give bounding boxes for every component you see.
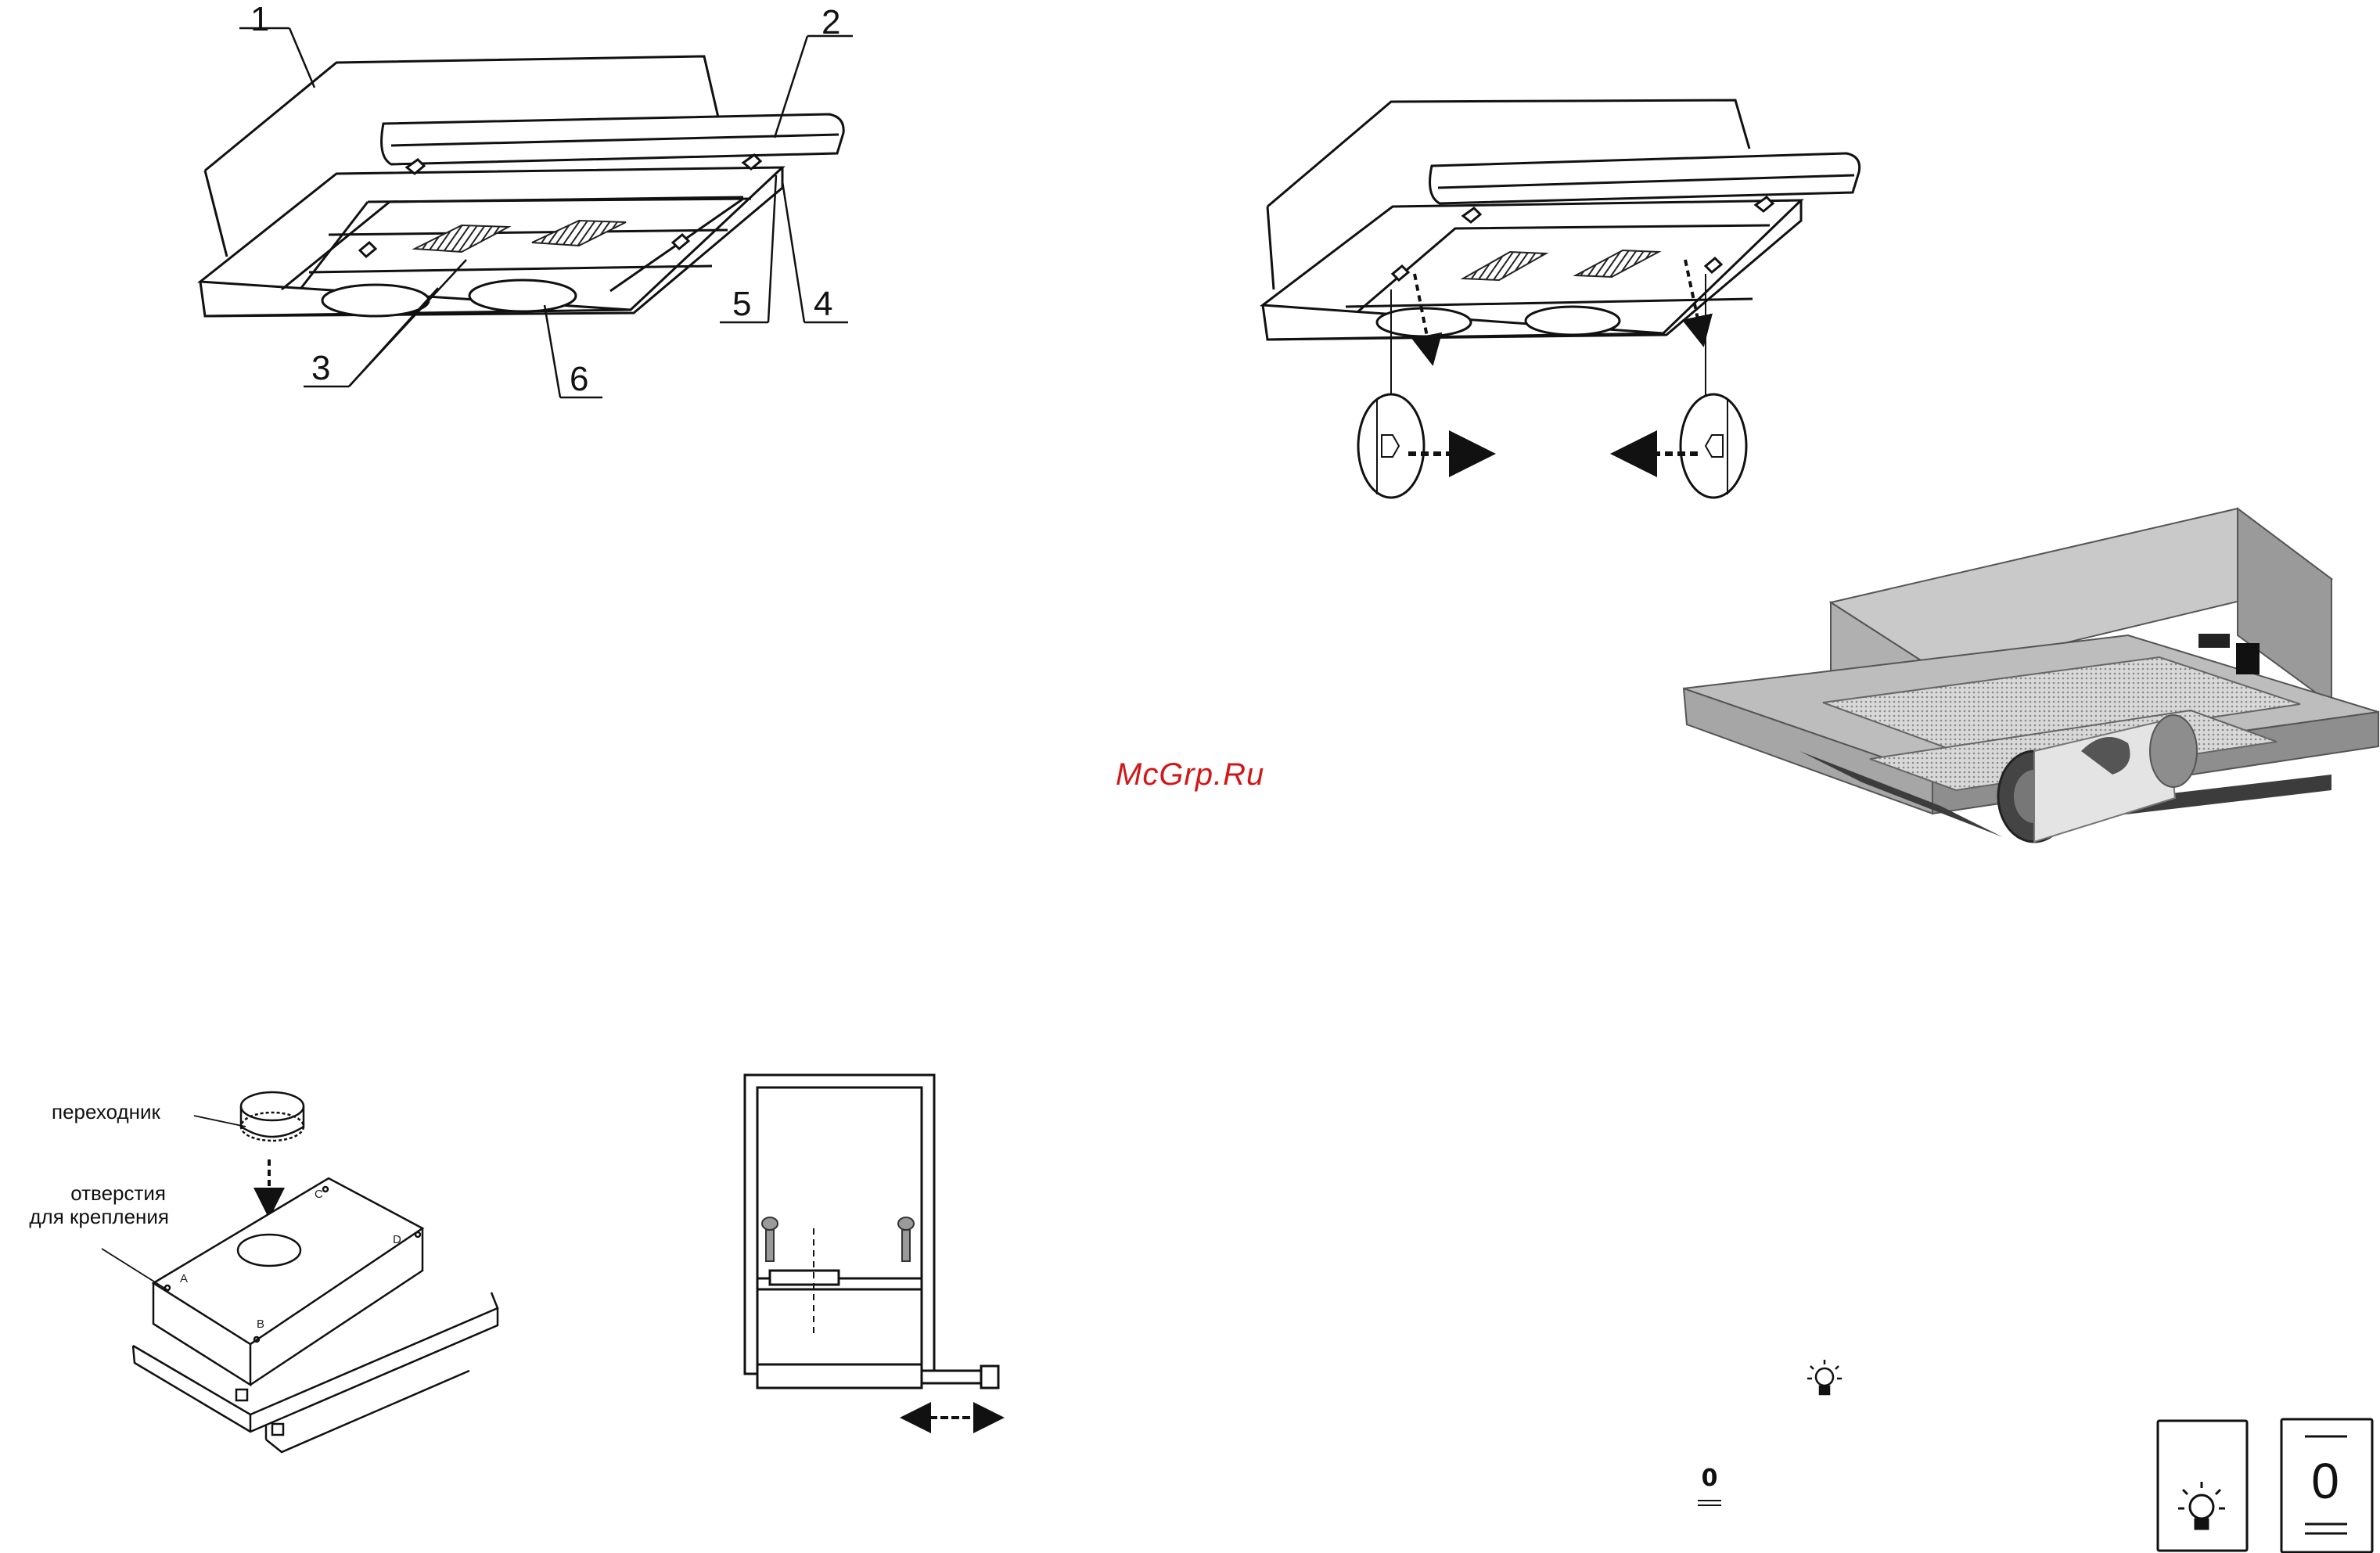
callout-4: 4	[814, 285, 832, 324]
callout-1: 1	[250, 0, 269, 39]
corner-label-a: A	[180, 1272, 188, 1285]
hood-diagram-mounting	[102, 1092, 498, 1452]
hood-diagram-numbered	[200, 28, 853, 397]
callout-5: 5	[732, 285, 751, 324]
off-symbol: 0	[1699, 1465, 1720, 1492]
callout-3: 3	[311, 349, 330, 388]
control-buttons	[1698, 1419, 2372, 1552]
hood-product-render	[1684, 509, 2378, 842]
corner-label-b: B	[257, 1318, 264, 1331]
hood-diagram-clip-release	[1263, 100, 1860, 498]
corner-label-d: D	[393, 1233, 401, 1246]
adapter-label: переходник	[52, 1100, 160, 1124]
mounting-holes-label-line1: отверстия	[2, 1181, 166, 1206]
cabinet-section-diagram	[745, 1075, 998, 1418]
off-button-label: 0	[2278, 1452, 2372, 1510]
light-bulb-icon	[1807, 1360, 1842, 1394]
callout-2: 2	[821, 3, 840, 42]
callout-6: 6	[570, 360, 588, 399]
mounting-holes-label-line2: для крепления	[0, 1205, 169, 1229]
corner-label-c: C	[315, 1188, 323, 1201]
watermark: McGrp.Ru	[1116, 757, 1264, 793]
